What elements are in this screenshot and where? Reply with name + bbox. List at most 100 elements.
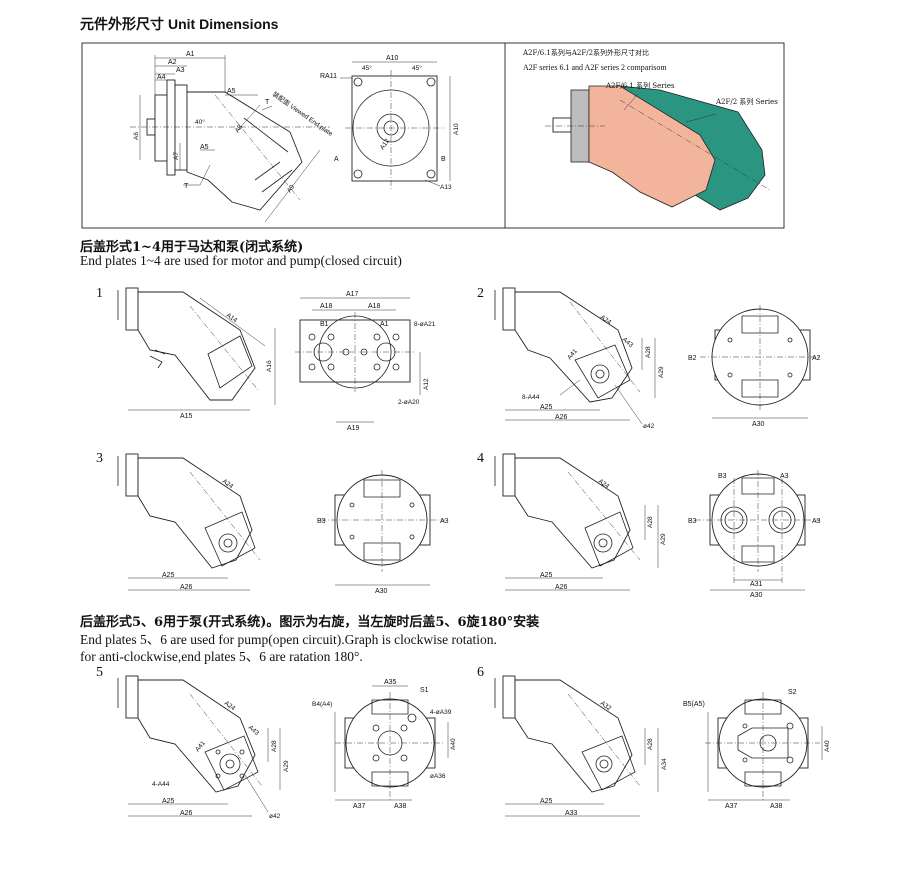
p1-a12: A12: [423, 378, 430, 390]
label-t2: T: [184, 183, 189, 190]
plate4-side-view: A25 A26 A24 A28 A29: [494, 453, 667, 591]
plate1-end-view: A17 A18 A18 B1 A1 8-øA21 2-øA20 A12 A19: [295, 291, 436, 432]
label-a10-v: A10: [453, 123, 460, 135]
label-a4: A4: [157, 74, 166, 81]
series61-shape: [588, 85, 716, 208]
section2-title-en-2: for anti-clockwise,end plates 5、6 are ra…: [80, 649, 363, 664]
p3-a3: A3: [440, 518, 449, 525]
p1-a18b: A18: [368, 303, 381, 310]
section2-title-zh: 后盖形式5、6用于泵(开式系统)。图示为右旋，当左旋时后盖5、6旋180°安装: [80, 615, 540, 630]
plate2-end-view: B2 A2 A30: [688, 305, 821, 428]
p1-a15: A15: [180, 413, 193, 420]
label-45a: 45°: [362, 64, 372, 72]
p2-a26: A26: [555, 414, 568, 421]
plate3-side-view: A25 A26 A24: [117, 453, 261, 591]
label-a13: A13: [440, 184, 452, 191]
p2-a30: A30: [752, 421, 765, 428]
series61-label: A2F/6.1 系列 Series: [605, 81, 675, 90]
p5-a37: A37: [353, 803, 366, 810]
p4-a25: A25: [540, 572, 553, 579]
p6-a38: A38: [770, 803, 783, 810]
p6-a34: A34: [661, 758, 668, 770]
label-ra11: RA11: [320, 73, 337, 80]
p6-a37: A37: [725, 803, 738, 810]
label-45b: 45°: [412, 64, 422, 72]
label-a7: A7: [173, 152, 180, 160]
p5-o42: ø42: [269, 813, 281, 820]
plate1-side-view: A15 A14 A16: [117, 287, 276, 420]
p4-a30: A30: [750, 592, 763, 599]
label-angle: 40°: [195, 118, 205, 126]
plate3-end-view: B3 A3 A30: [317, 470, 449, 595]
p5-a38: A38: [394, 803, 407, 810]
p5-a35: A35: [384, 679, 397, 686]
label-port-b: B: [441, 156, 446, 163]
plate-number-4: 4: [477, 451, 484, 466]
label-a5b: A5: [200, 144, 209, 151]
p5-a39: 4-øA39: [430, 709, 452, 716]
p6-a25: A25: [540, 798, 553, 805]
label-a5: A5: [227, 88, 236, 95]
p1-a19: A19: [347, 425, 360, 432]
p5-a25: A25: [162, 798, 175, 805]
p4-a29: A29: [660, 533, 667, 545]
p4-a3: A3: [812, 518, 821, 525]
section1-title-en: End plates 1~4 are used for motor and pu…: [80, 253, 402, 268]
label-a8: A8: [234, 123, 245, 134]
p1-a20: 2-øA20: [398, 399, 420, 406]
plate-number-5: 5: [96, 665, 103, 680]
p6-a33: A33: [565, 810, 578, 817]
p2-a44: 8-A44: [522, 394, 540, 401]
p4-a3-top: A3: [780, 473, 789, 480]
title-zh: 元件外形尺寸: [80, 17, 164, 33]
p4-a31: A31: [750, 581, 763, 588]
page-title: 元件外形尺寸 Unit Dimensions: [80, 14, 278, 34]
p5-a43: A43: [247, 724, 261, 737]
plate4-end-view: B3 A3 B3 A3 A31 A30: [688, 470, 821, 599]
p5-a28: A28: [271, 740, 278, 752]
label-port-a: A: [334, 156, 339, 163]
section2-title-en-1: End plates 5、6 are used for pump(open ci…: [80, 632, 497, 647]
plate-number-2: 2: [477, 286, 484, 301]
p2-a29: A29: [658, 366, 665, 378]
plate6-side-view: A25 A33 A32 A28 A34: [494, 675, 668, 817]
p3-b3: B3: [317, 518, 326, 525]
p2-a2: A2: [812, 355, 821, 362]
series2-label: A2F/2 系列 Series: [715, 97, 778, 106]
p4-a28: A28: [647, 516, 654, 528]
p1-a18a: A18: [320, 303, 333, 310]
plate5-side-view: A25 A26 A24 A43 A41 A28 A29 4-A44 ø42: [117, 675, 290, 820]
label-t1: T: [265, 99, 270, 106]
label-a9: A9: [286, 183, 297, 194]
p1-b1: B1: [320, 321, 329, 328]
label-a2: A2: [168, 59, 177, 66]
p5-a40: A40: [450, 738, 457, 750]
p1-a16: A16: [266, 360, 273, 372]
top-front-view: A10 RA11 45° 45° A12 A13 A10 A B: [320, 55, 460, 191]
p3-a25: A25: [162, 572, 175, 579]
p2-a25: A25: [540, 404, 553, 411]
section1-title-zh: 后盖形式1~4用于马达和泵(闭式系统): [80, 240, 304, 255]
p4-b3-top: B3: [718, 473, 727, 480]
p1-a21: 8-øA21: [414, 321, 436, 328]
top-frame: [81, 42, 785, 229]
plate5-end-view: A35 B4(A4) S1 4-øA39 A40 øA36 A37 A38: [312, 679, 457, 810]
p5-s1: S1: [420, 687, 429, 694]
p2-a28: A28: [645, 346, 652, 358]
label-a6: A6: [133, 132, 140, 140]
p3-a30: A30: [375, 588, 388, 595]
title-en: Unit Dimensions: [168, 16, 279, 32]
p5-a36: øA36: [430, 773, 446, 780]
p5-a44: 4-A44: [152, 781, 170, 788]
p5-a29: A29: [283, 760, 290, 772]
plate-number-3: 3: [96, 451, 103, 466]
plate-number-6: 6: [477, 665, 484, 680]
comparison-view: A2F/6.1系列与A2F/2系列外形尺寸对比 A2F series 6.1 a…: [522, 48, 778, 211]
p6-b5a5: B5(A5): [683, 701, 705, 708]
p3-a26: A26: [180, 584, 193, 591]
p5-a26: A26: [180, 810, 193, 817]
plate6-end-view: B5(A5) S2 A40 A37 A38: [683, 689, 831, 810]
cmp-title-en: A2F series 6.1 and A2F series 2 comparis…: [523, 63, 667, 72]
p2-o42: ø42: [643, 423, 655, 430]
